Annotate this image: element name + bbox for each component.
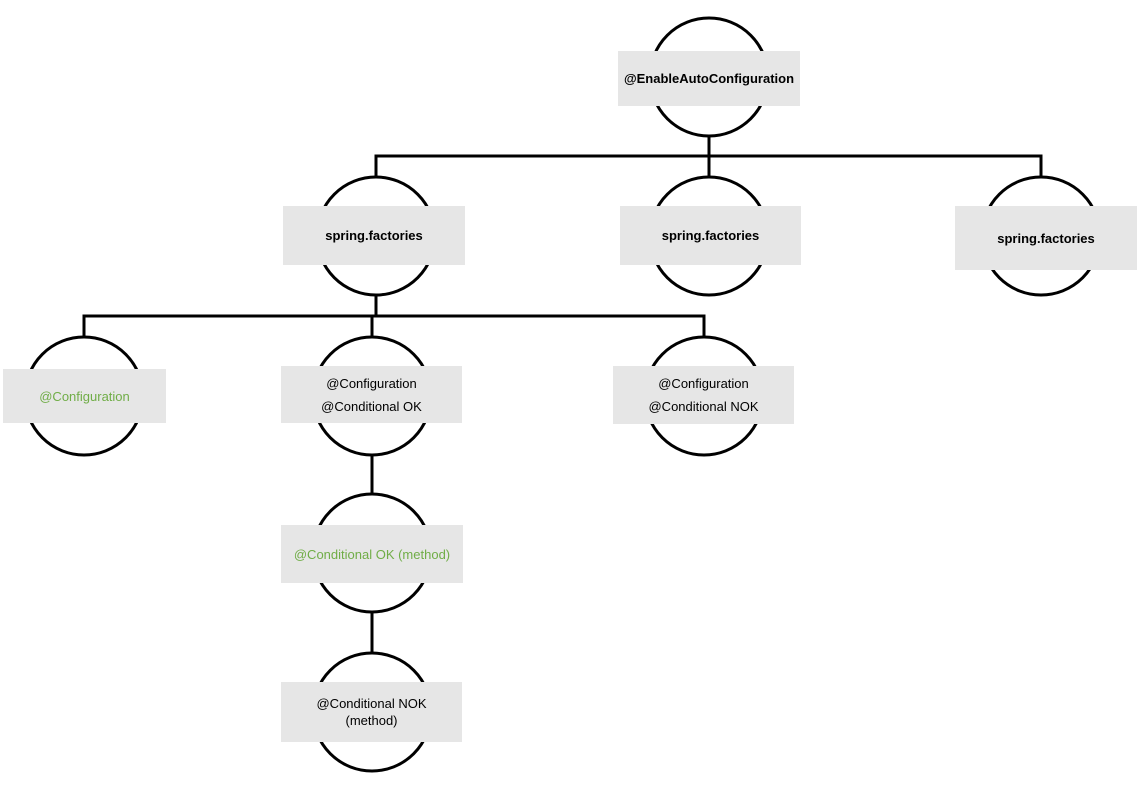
connectors — [82, 134, 1043, 655]
method-nok-node-line-2: (method) — [345, 713, 398, 728]
config-node-label-3: @Configuration @Conditional NOK — [613, 366, 794, 424]
root-node-label: @EnableAutoConfiguration — [618, 51, 800, 106]
method-ok-node-text: @Conditional OK (method) — [293, 546, 451, 562]
method-ok-node-label: @Conditional OK (method) — [281, 525, 463, 583]
factory-node-text-2: spring.factories — [661, 228, 760, 243]
config-node-1-line-1: @Configuration — [39, 388, 130, 404]
config-node-2-line-2: @Conditional OK — [321, 398, 422, 414]
config-node-3-line-1: @Configuration — [658, 376, 749, 391]
config-node-label-2: @Configuration @Conditional OK — [281, 366, 462, 423]
method-nok-node-label: @Conditional NOK (method) — [281, 682, 462, 742]
node-circles — [23, 16, 1102, 773]
factory-node-text-1: spring.factories — [325, 228, 423, 243]
config-node-2-line-1: @Configuration — [326, 375, 417, 391]
config-node-label-1: @Configuration — [3, 369, 166, 423]
factory-node-label-1: spring.factories — [283, 206, 465, 265]
factory-node-label-3: spring.factories — [955, 206, 1137, 270]
root-node-text: @EnableAutoConfiguration — [623, 71, 795, 86]
config-node-3-line-2: @Conditional NOK — [648, 399, 759, 414]
factory-node-text-3: spring.factories — [997, 230, 1095, 246]
method-nok-node-line-1: @Conditional NOK — [316, 696, 427, 711]
factory-node-label-2: spring.factories — [620, 206, 801, 265]
